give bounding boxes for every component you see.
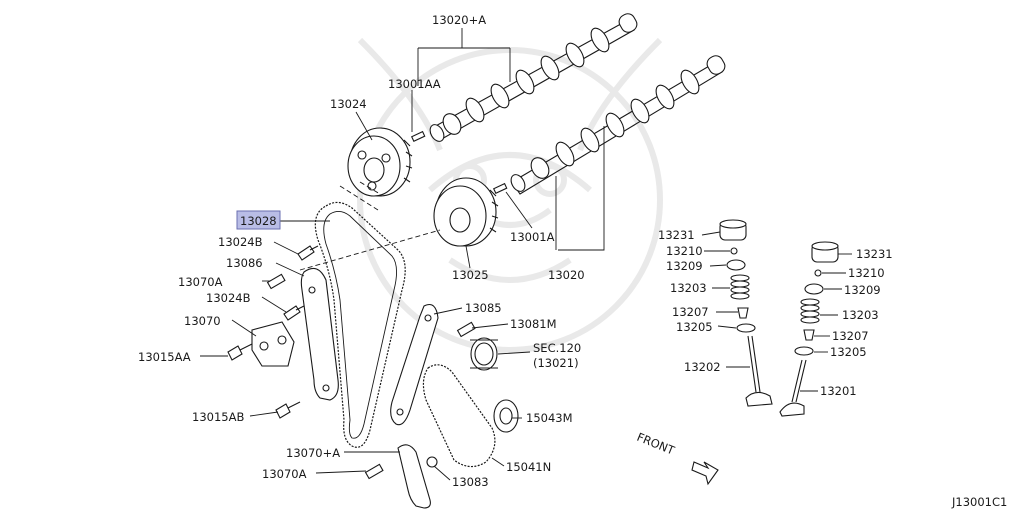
label-13021: (13021) — [533, 356, 579, 370]
label-15041N: 15041N — [506, 460, 551, 474]
pin-13081M[interactable] — [456, 321, 476, 338]
valve-13201[interactable] — [779, 359, 807, 417]
sprocket-13024-align-line — [339, 181, 381, 211]
label-13081M: 13081M — [510, 317, 557, 331]
valve-seal-13207-left[interactable] — [737, 307, 749, 319]
dowel-pin-lower[interactable] — [492, 182, 508, 194]
highlight-13028 — [236, 210, 281, 230]
tensioner-13070[interactable] — [251, 321, 295, 367]
label-13209-right: 13209 — [844, 283, 881, 297]
spring-seat-13205-left[interactable] — [736, 323, 756, 333]
label-13015AA: 13015AA — [138, 350, 191, 364]
label-13001A: 13001A — [510, 230, 555, 244]
front-label: FRONT — [635, 430, 678, 458]
bolt-13015AA[interactable] — [227, 343, 253, 361]
label-13020A: 13020+A — [432, 13, 486, 27]
label-13024B-upper: 13024B — [218, 235, 263, 249]
front-arrow-icon — [691, 461, 719, 486]
sprocket-13021[interactable] — [470, 337, 498, 371]
label-13001AA: 13001AA — [388, 77, 441, 91]
sprocket-13025[interactable] — [433, 177, 499, 247]
label-SEC120: SEC.120 — [533, 341, 581, 355]
secondary-chain-15041N[interactable] — [422, 364, 496, 468]
label-13203-left: 13203 — [670, 281, 707, 295]
label-13210-right: 13210 — [848, 266, 885, 280]
pin-13070A-upper[interactable] — [266, 273, 286, 290]
tensioner-arm-13070plusA[interactable] — [397, 444, 431, 509]
chain-guide-13085[interactable] — [390, 303, 439, 426]
front-direction-indicator: FRONT — [635, 430, 719, 486]
label-15043M: 15043M — [526, 411, 573, 425]
label-13201: 13201 — [820, 384, 857, 398]
label-13083: 13083 — [452, 475, 489, 489]
label-13085: 13085 — [465, 301, 502, 315]
label-13086: 13086 — [226, 256, 263, 270]
label-13024: 13024 — [330, 97, 367, 111]
label-13209-left: 13209 — [666, 259, 703, 273]
valve-spring-13203-left[interactable] — [730, 274, 750, 300]
primary-timing-chain-inner — [323, 211, 397, 439]
label-13028[interactable]: 13028 — [240, 214, 277, 228]
chain-guide-13086[interactable] — [300, 267, 339, 401]
valve-13202[interactable] — [745, 335, 773, 407]
label-13020: 13020 — [548, 268, 585, 282]
label-13205-left: 13205 — [676, 320, 713, 334]
camshaft-upper[interactable] — [427, 11, 639, 144]
label-13025: 13025 — [452, 268, 489, 282]
valve-lifter-13231-right[interactable] — [811, 241, 839, 263]
bolt-13015AB[interactable] — [275, 401, 301, 419]
valve-cotter-13210-right[interactable] — [814, 269, 822, 277]
valve-cotter-13210-left[interactable] — [730, 247, 738, 255]
valve-spring-13203-right[interactable] — [800, 298, 820, 324]
sprocket-13024[interactable] — [347, 127, 413, 197]
diagram-id: J13001C1 — [951, 495, 1007, 509]
label-13070: 13070 — [184, 314, 221, 328]
label-13205-right: 13205 — [830, 345, 867, 359]
pin-13070A-lower[interactable] — [364, 463, 384, 480]
spring-retainer-13209-left[interactable] — [726, 259, 746, 271]
valve-seal-13207-right[interactable] — [803, 329, 815, 341]
dowel-pin-upper[interactable] — [410, 130, 426, 142]
valve-lifter-13231-left[interactable] — [719, 219, 747, 241]
spring-seat-13205-right[interactable] — [794, 346, 814, 356]
label-13070A-upper: 13070A — [178, 275, 223, 289]
label-13015AB: 13015AB — [192, 410, 244, 424]
label-13070plusA: 13070+A — [286, 446, 340, 460]
label-13202: 13202 — [684, 360, 721, 374]
bolt-13024B-upper[interactable] — [297, 245, 319, 261]
label-13207-right: 13207 — [832, 329, 869, 343]
leader-lines — [200, 28, 852, 481]
bolt-13083[interactable] — [426, 456, 438, 468]
sprocket-13025-align-line — [299, 229, 441, 271]
label-13203-right: 13203 — [842, 308, 879, 322]
label-13024B-lower: 13024B — [206, 291, 251, 305]
label-13070A-lower: 13070A — [262, 467, 307, 481]
bolt-13024B-lower[interactable] — [283, 305, 305, 321]
sprocket-15043M[interactable] — [493, 399, 519, 433]
label-13207-left: 13207 — [672, 305, 709, 319]
label-13210-left: 13210 — [666, 244, 703, 258]
label-13231-left: 13231 — [658, 228, 695, 242]
label-13231-right: 13231 — [856, 247, 893, 261]
camshaft-lower[interactable] — [508, 53, 727, 195]
spring-retainer-13209-right[interactable] — [804, 283, 824, 295]
primary-timing-chain[interactable] — [314, 201, 406, 448]
